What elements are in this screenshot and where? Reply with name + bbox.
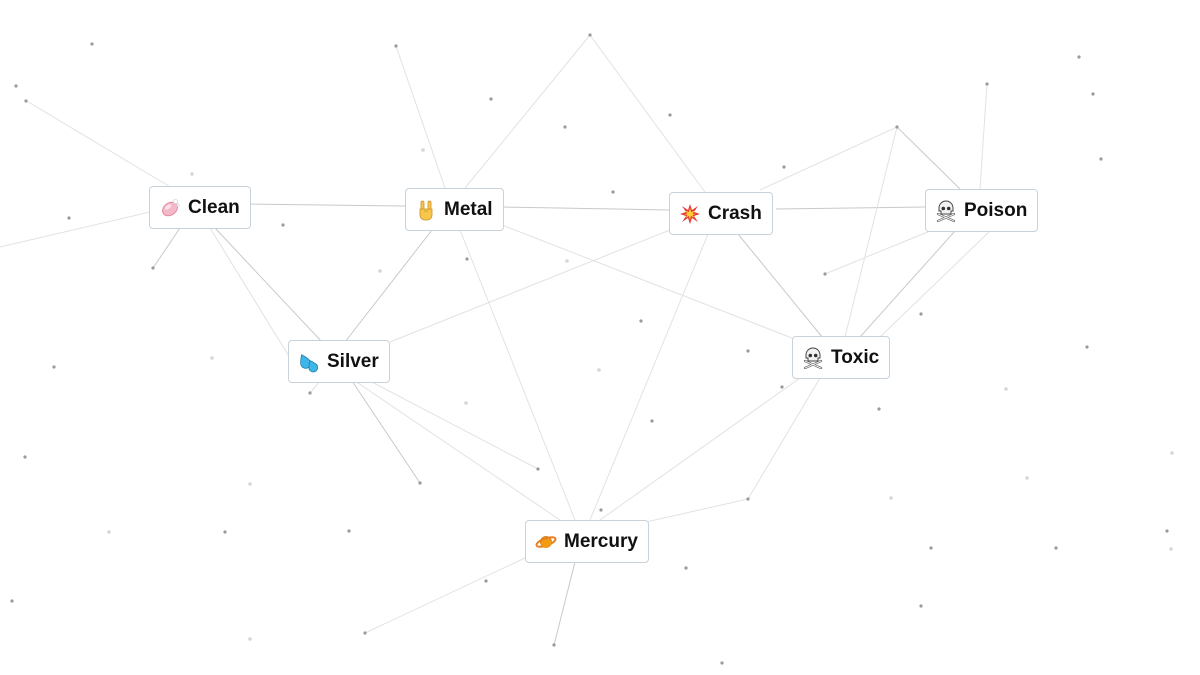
soap-icon xyxy=(159,197,181,219)
element-metal[interactable]: Metal xyxy=(405,188,504,231)
element-label: Crash xyxy=(708,203,762,224)
element-label: Silver xyxy=(327,351,379,372)
sweat-droplets-icon xyxy=(298,351,320,373)
element-label: Poison xyxy=(964,200,1028,221)
element-label: Mercury xyxy=(564,531,638,552)
element-mercury[interactable]: Mercury xyxy=(525,520,649,563)
element-poison[interactable]: Poison xyxy=(925,189,1039,232)
element-clean[interactable]: Clean xyxy=(149,186,251,229)
element-label: Metal xyxy=(444,199,493,220)
collision-icon xyxy=(679,203,701,225)
element-label: Clean xyxy=(188,197,240,218)
element-toxic[interactable]: Toxic xyxy=(792,336,891,379)
skull-crossbones-icon xyxy=(935,200,957,222)
metal-horns-icon xyxy=(415,199,437,221)
background-dots xyxy=(10,33,1174,665)
connection-line-group xyxy=(0,34,991,646)
element-silver[interactable]: Silver xyxy=(288,340,390,383)
skull-crossbones-icon xyxy=(802,347,824,369)
ringed-planet-icon xyxy=(535,531,557,553)
element-label: Toxic xyxy=(831,347,880,368)
element-crash[interactable]: Crash xyxy=(669,192,773,235)
